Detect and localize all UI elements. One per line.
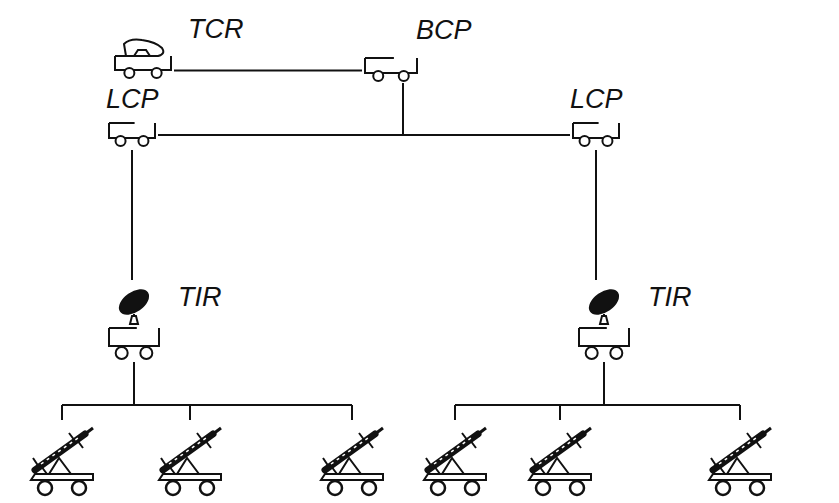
vehicle-node: TIR [576, 280, 632, 362]
vehicle-node: LCP [106, 120, 158, 150]
unit-label: TCR [188, 16, 244, 43]
launcher-symbol [709, 428, 771, 495]
vehicle-node: BCP [362, 55, 420, 83]
unit-label: TIR [648, 284, 692, 311]
vehicle-node: LCP [570, 120, 622, 150]
signal-line [174, 69, 362, 71]
launcher-symbol [31, 428, 93, 495]
launcher-symbol [424, 428, 486, 495]
launcher-symbol [159, 428, 221, 495]
launcher-wires [62, 362, 740, 420]
vehicle-icon [106, 120, 158, 150]
launcher-symbol [321, 428, 383, 495]
unit-label: LCP [570, 86, 623, 113]
signal-line [158, 83, 403, 135]
vehicle-node: TCR [112, 36, 174, 80]
vehicle-node: TIR [106, 280, 162, 362]
vehicle-icon [112, 36, 174, 80]
vehicle-icon [362, 55, 420, 83]
signal-line [403, 83, 570, 135]
launcher-symbol [529, 428, 591, 495]
unit-label: BCP [416, 17, 472, 44]
signal-line [595, 150, 597, 280]
vehicle-icon [570, 120, 622, 150]
vehicle-icon [576, 280, 632, 362]
unit-label: LCP [106, 86, 159, 113]
vehicle-icon [106, 280, 162, 362]
unit-label: TIR [178, 284, 222, 311]
signal-line [131, 150, 133, 280]
